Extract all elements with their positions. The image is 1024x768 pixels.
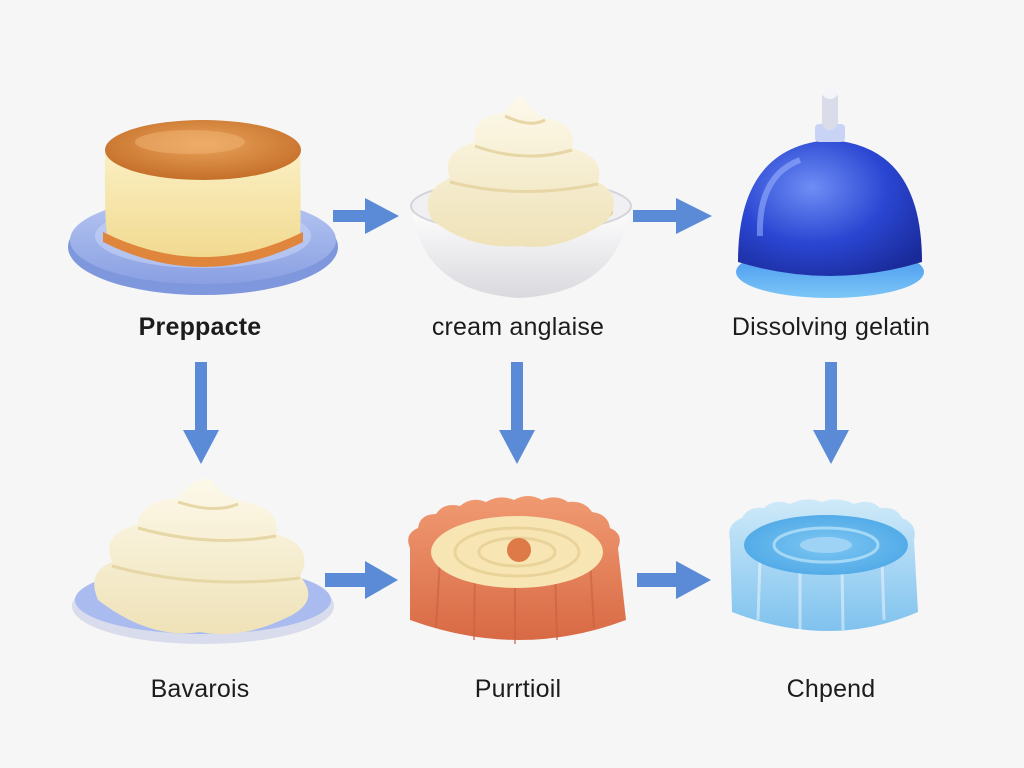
whipped-cream-bowl-icon (410, 96, 632, 298)
arrow-n1-to-n4 (183, 362, 219, 464)
node-label-bavarois: Bavarois (150, 675, 250, 703)
arrow-n2-to-n3 (633, 198, 712, 234)
caramel-custard-pudding-icon (68, 120, 338, 295)
blue-fluted-mold-icon (729, 499, 918, 631)
node-label-chpend: Chpend (786, 675, 876, 703)
arrow-n2-to-n5 (499, 362, 535, 464)
orange-fluted-tart-mold-icon (408, 496, 626, 644)
node-label-dissolving-gelatin: Dissolving gelatin (731, 313, 931, 341)
node-label-cream-anglaise: cream anglaise (431, 313, 605, 341)
arrow-n5-to-n6 (637, 561, 711, 599)
blue-gelatin-dome-icon (736, 89, 924, 298)
whipped-cream-plate-icon (72, 478, 334, 644)
node-label-preppacte: Preppacte (138, 313, 262, 341)
arrow-n4-to-n5 (325, 561, 398, 599)
arrow-n3-to-n6 (813, 362, 849, 464)
node-label-purrtioil: Purrtioil (474, 675, 562, 703)
arrow-n1-to-n2 (333, 198, 399, 234)
